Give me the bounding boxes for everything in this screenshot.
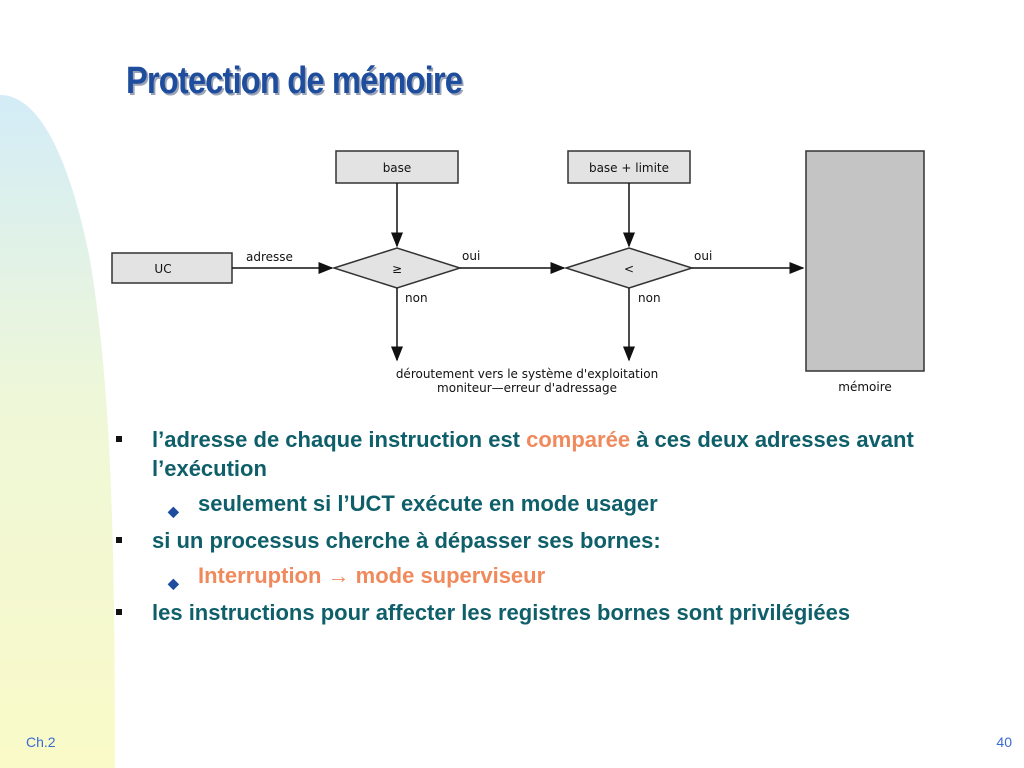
yes-label-2: oui	[694, 249, 712, 263]
slide-title: Protection de mémoire	[126, 60, 463, 102]
bullet-exceed-bounds: si un processus cherche à dépasser ses b…	[110, 526, 970, 555]
footer-chapter: Ch.2	[26, 734, 56, 750]
trap-label-line-2: moniteur—erreur d'adressage	[437, 381, 617, 395]
memory-label: mémoire	[838, 380, 892, 394]
limit-register-box	[567, 150, 691, 184]
limit-register-label: base + limite	[589, 161, 669, 175]
yes-label-1: oui	[462, 249, 480, 263]
bullet-list: l’adresse de chaque instruction est comp…	[110, 425, 970, 633]
subbullet-user-mode: ◆ seulement si l’UCT exécute en mode usa…	[110, 489, 970, 519]
square-bullet-icon	[116, 436, 122, 442]
bullet-compare: l’adresse de chaque instruction est comp…	[110, 425, 970, 483]
bullet-privileged: les instructions pour affecter les regis…	[110, 598, 970, 627]
page-number: 40	[996, 734, 1012, 750]
memory-block	[805, 150, 925, 372]
base-register-box	[335, 150, 459, 184]
square-bullet-icon	[116, 609, 122, 615]
trap-label-line-1: déroutement vers le système d'exploitati…	[396, 367, 658, 381]
address-label: adresse	[246, 250, 293, 264]
base-register-label: base	[383, 161, 412, 175]
subbullet-interrupt: ◆ Interruption → mode superviseur	[110, 561, 970, 591]
compare-ge-symbol: ≥	[392, 262, 402, 276]
highlight-compared: comparée	[526, 427, 631, 452]
square-bullet-icon	[116, 537, 122, 543]
no-label-1: non	[405, 291, 428, 305]
diamond-bullet-icon: ◆	[168, 503, 179, 519]
diamond-bullet-icon: ◆	[168, 575, 179, 591]
cpu-box	[111, 252, 233, 284]
compare-lt-symbol: <	[624, 262, 634, 276]
no-label-2: non	[638, 291, 661, 305]
cpu-label: UC	[154, 262, 171, 276]
